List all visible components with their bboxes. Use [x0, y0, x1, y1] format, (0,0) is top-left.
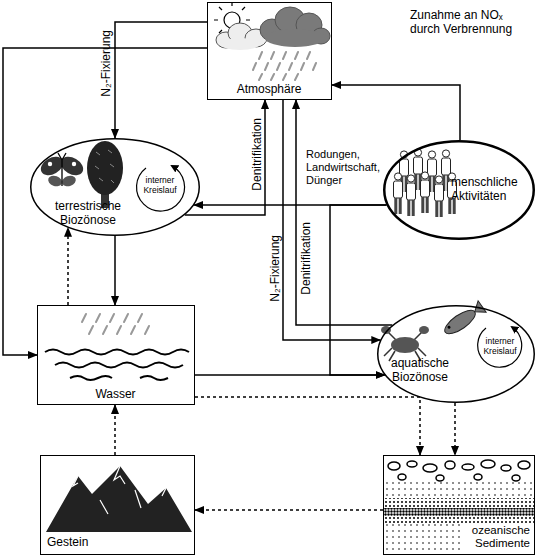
node-note: interner Kreislauf: [478, 337, 522, 357]
dotted-arrow: [67, 228, 69, 305]
tree-symbol: [87, 141, 123, 208]
flow-arrow: [296, 100, 392, 325]
node-label: menschliche Aktivitäten: [451, 176, 531, 204]
water-box: Wasser: [37, 305, 195, 405]
node-label: terrestrische Biozönose: [38, 200, 138, 228]
rain-symbol: [82, 314, 149, 334]
flow-arrow: [195, 374, 385, 376]
ellipse-outline: [384, 141, 534, 239]
sediment-box: ozeanische Sedimente: [383, 455, 535, 555]
ellipse-outline: [31, 139, 200, 236]
sediment-symbol: [384, 460, 534, 554]
dotted-arrow: [195, 397, 420, 455]
rock-box: Gestein: [40, 455, 195, 555]
cycle-arrow: [137, 166, 185, 211]
node-label: Gestein: [47, 536, 127, 550]
crab-symbol: [381, 326, 429, 361]
ellipse-outline: [378, 306, 535, 403]
butterfly-symbol: [38, 153, 87, 188]
dotted-arrow: [454, 403, 456, 455]
biocoenosis-ellipse: terrestrische Biozönoseinterner Kreislau…: [30, 138, 200, 236]
edge-label: Zunahme an NOₓ durch Verbrennung: [410, 8, 528, 37]
node-label: aquatische Biozönose: [383, 357, 457, 385]
mountain-symbol: [46, 466, 192, 532]
edge-label: Denitrifikation: [299, 222, 313, 295]
flow-arrow: [332, 85, 460, 140]
wave-symbol: [45, 350, 189, 381]
edge-label: Rodungen, Landwirtschaft, Dünger: [306, 148, 388, 188]
rain-symbol: [253, 52, 316, 80]
flow-arrow: [283, 100, 380, 340]
node-label: ozeanische Sedimente: [450, 524, 530, 550]
node-label: Atmosphäre: [208, 83, 330, 97]
activity-ellipse: menschliche Aktivitäten: [383, 140, 535, 240]
node-note: interner Kreislauf: [138, 176, 182, 196]
atmosphere-box: Atmosphäre: [207, 2, 332, 100]
cycle-arrow: [478, 327, 522, 367]
flow-arrow: [114, 236, 116, 305]
edge-label: N₂-Fixierung: [99, 30, 113, 97]
biocoenosis-ellipse: aquatische Biozönose interner Kreislauf: [377, 305, 535, 403]
cloud-symbol: [216, 7, 330, 50]
flow-arrow: [115, 22, 207, 138]
node-label: Wasser: [38, 388, 193, 402]
dotted-arrow: [195, 509, 383, 511]
edge-label: Denitrifikation: [250, 118, 264, 191]
dotted-arrow: [114, 405, 116, 455]
edge-label: N₂-Fixierung: [268, 235, 282, 302]
flow-arrow: [194, 204, 386, 206]
